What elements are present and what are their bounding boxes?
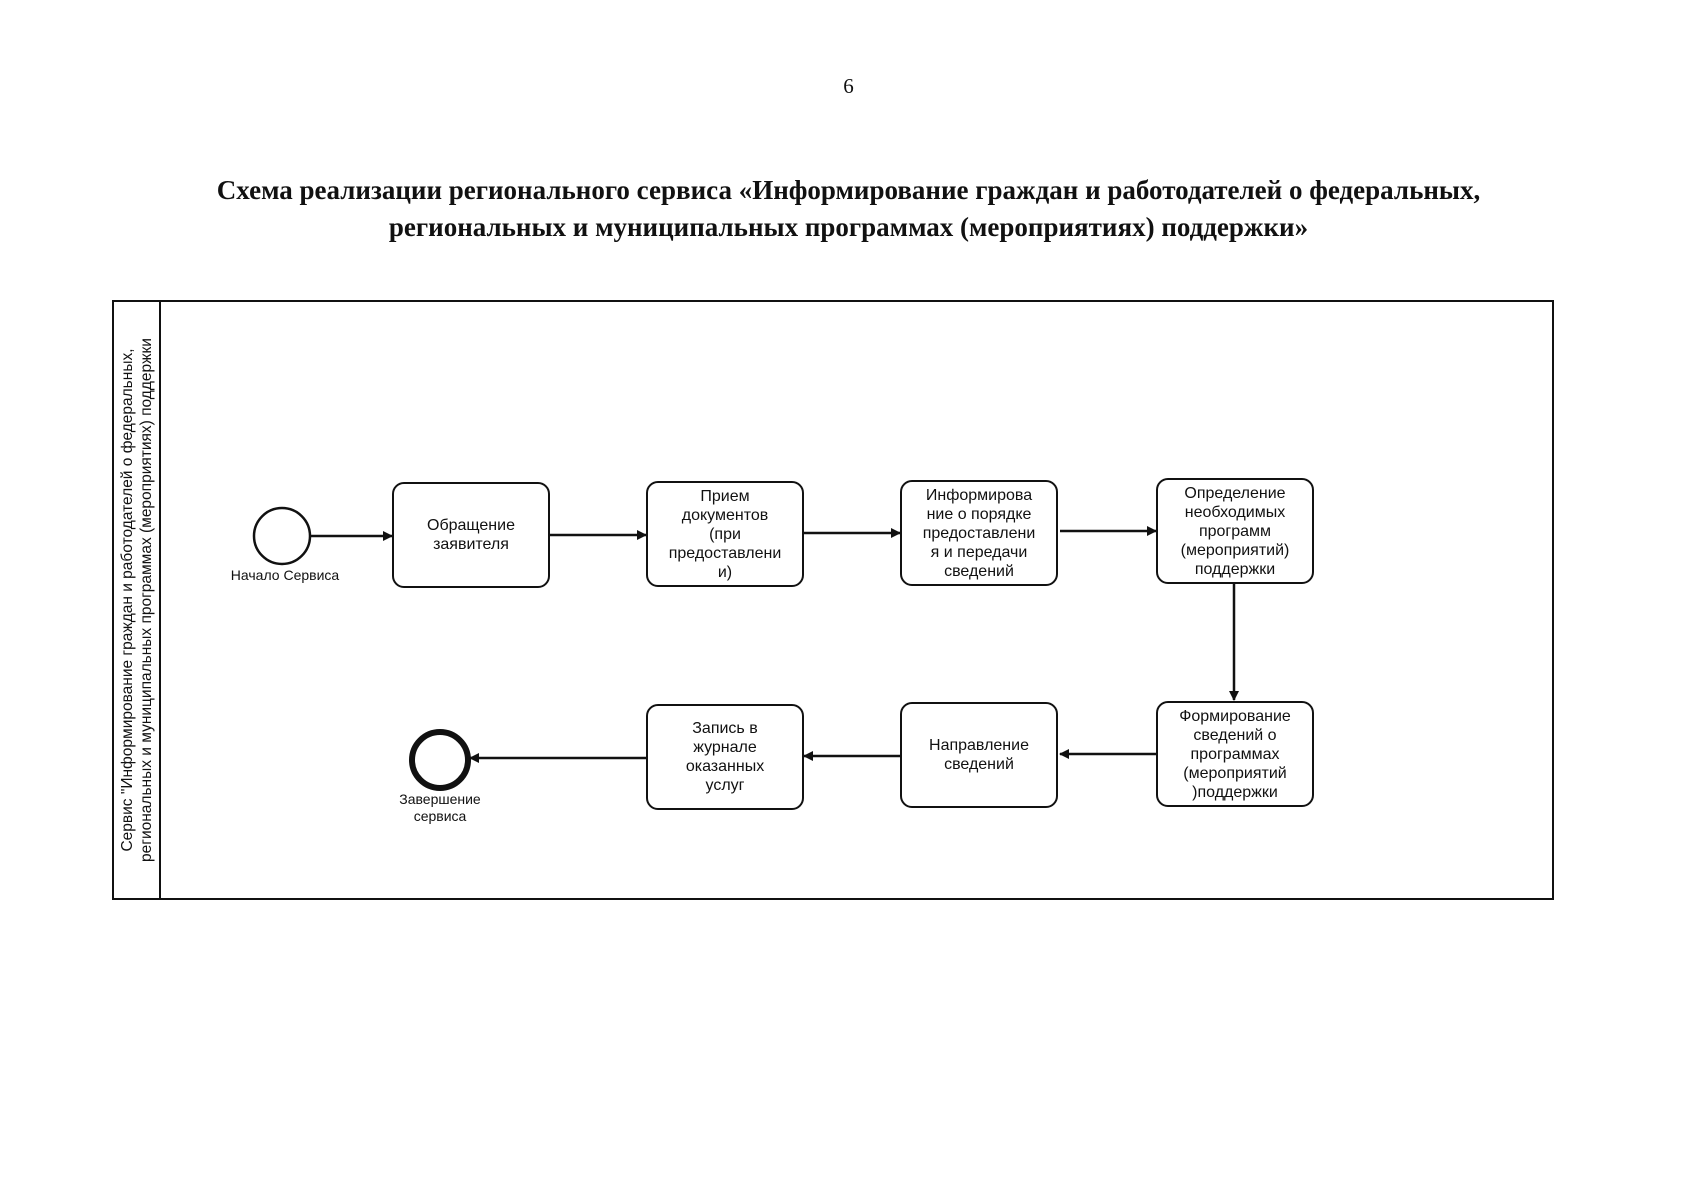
task-label: Информирова ние о порядке предоставлени …	[922, 486, 1036, 580]
title-line-2: региональных и муниципальных программах …	[388, 212, 1309, 242]
task-procedure-info: Информирова ние о порядке предоставлени …	[900, 480, 1058, 586]
page-number: 6	[843, 74, 854, 98]
task-program-determination: Определение необходимых программ (меропр…	[1156, 478, 1314, 584]
start-event-label: Начало Сервиса	[230, 567, 340, 583]
process-pool: Сервис "Информирование граждан и работод…	[112, 300, 1554, 900]
task-label: Запись в журнале оказанных услуг	[685, 720, 765, 794]
task-label: Определение необходимых программ (меропр…	[1180, 484, 1290, 578]
end-event-label: Завершение сервиса	[399, 791, 481, 824]
task-document-intake: Прием документов (при предоставлени и)	[646, 481, 804, 587]
end-event-circle	[409, 729, 471, 791]
task-info-sending: Направление сведений	[900, 702, 1058, 808]
task-label: Прием документов (при предоставлени и)	[668, 487, 782, 581]
lane-header: Сервис "Информирование граждан и работод…	[114, 302, 161, 898]
task-service-log-entry: Запись в журнале оказанных услуг	[646, 704, 804, 810]
title-line-1: Схема реализации регионального сервиса «…	[216, 175, 1481, 205]
task-program-info-compilation: Формирование сведений о программах (меро…	[1156, 701, 1314, 807]
page-title: Схема реализации регионального сервиса «…	[0, 172, 1697, 246]
task-label: Формирование сведений о программах (меро…	[1179, 707, 1291, 801]
start-event-circle	[252, 506, 312, 566]
task-label: Обращение заявителя	[427, 517, 515, 553]
task-label: Направление сведений	[929, 737, 1029, 773]
task-applicant-request: Обращение заявителя	[392, 482, 550, 588]
